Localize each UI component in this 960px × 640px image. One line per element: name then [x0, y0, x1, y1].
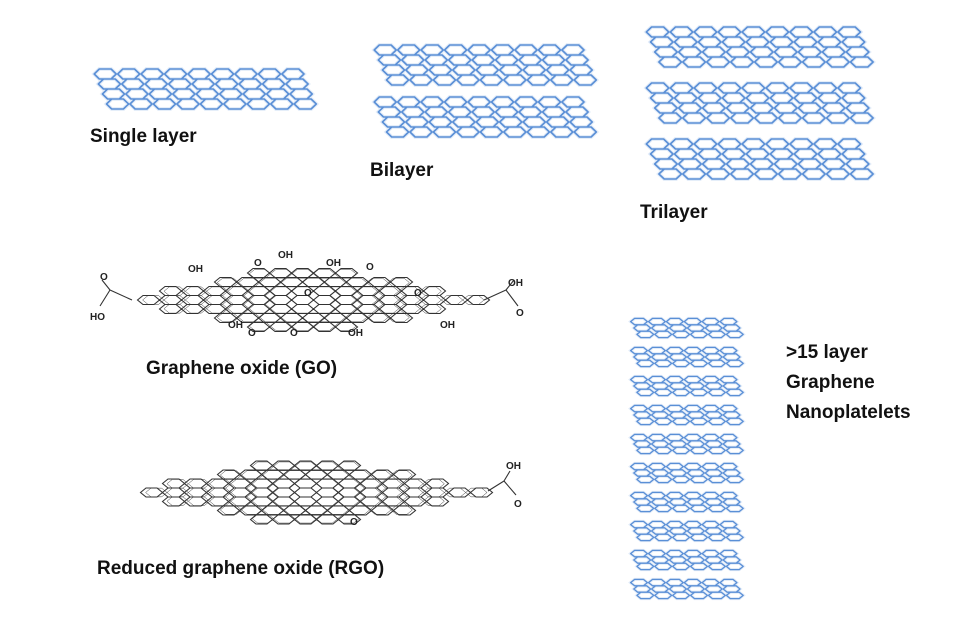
lattice: [628, 345, 746, 369]
functional-group-label: OH: [506, 461, 521, 472]
functional-group-label: O: [414, 288, 422, 299]
nanoplatelets-label-line-3: Nanoplatelets: [786, 402, 911, 423]
carboxyl-bonds: [99, 279, 519, 307]
lattice: [371, 95, 600, 139]
lattice: [628, 548, 746, 572]
trilayer-label: Trilayer: [640, 202, 708, 223]
nanoplatelet-stack: [628, 316, 746, 601]
functional-group-label: O: [304, 288, 312, 299]
nanoplatelet-sheet: [628, 490, 746, 514]
lattice: [628, 519, 746, 543]
lattice: [643, 25, 876, 69]
functional-group-label: O: [366, 262, 374, 273]
functional-group-label: HO: [90, 312, 105, 323]
trilayer-sheet-1: [643, 25, 876, 69]
lattice: [643, 81, 876, 125]
carboxyl-bonds: [487, 470, 517, 496]
graphene-oxide-label: Graphene oxide (GO): [146, 358, 338, 379]
lattice: [371, 43, 600, 87]
functional-group-label: O: [290, 328, 298, 339]
nanoplatelet-sheet: [628, 403, 746, 427]
graphene-oxide-molecule: OH O OH OH O O O O O OH OH HO OH O O OH: [90, 250, 524, 339]
functional-group-label: O: [254, 258, 262, 269]
lattice: [643, 137, 876, 181]
lattice: [628, 432, 746, 456]
nanoplatelets-label: >15 layer Graphene Nanoplatelets: [786, 338, 911, 428]
nanoplatelet-sheet: [628, 316, 746, 340]
reduced-graphene-oxide-label: Reduced graphene oxide (RGO): [97, 558, 385, 579]
nanoplatelet-sheet: [628, 345, 746, 369]
bilayer-sheet-bottom: [371, 95, 600, 139]
lattice: [628, 374, 746, 398]
functional-group-label: OH: [326, 258, 341, 269]
lattice: [628, 403, 746, 427]
functional-group-label: O: [100, 272, 108, 283]
nanoplatelet-sheet: [628, 548, 746, 572]
functional-group-label: OH: [348, 328, 363, 339]
functional-group-label: OH: [278, 250, 293, 261]
functional-group-label: OH: [188, 264, 203, 275]
functional-group-label: OH: [440, 320, 455, 331]
lattice: [628, 490, 746, 514]
reduced-graphene-oxide-molecule: OH O O: [139, 460, 522, 528]
single-layer-label: Single layer: [90, 126, 197, 147]
molecule-skeleton: [136, 267, 491, 333]
functional-group-label: O: [514, 499, 522, 510]
bilayer-sheet-top: [371, 43, 600, 87]
nanoplatelets-label-line-1: >15 layer: [786, 342, 868, 363]
functional-group-label: O: [350, 517, 358, 528]
single-layer-sheet: [91, 67, 320, 111]
lattice: [628, 577, 746, 601]
functional-group-label: O: [248, 328, 256, 339]
functional-group-label: OH: [228, 320, 243, 331]
functional-group-label: O: [516, 308, 524, 319]
functional-group-label: OH: [508, 278, 523, 289]
molecule-skeleton: [139, 460, 494, 525]
nanoplatelet-sheet: [628, 374, 746, 398]
nanoplatelet-sheet: [628, 577, 746, 601]
bilayer-label: Bilayer: [370, 160, 434, 181]
lattice: [628, 461, 746, 485]
lattice: [628, 316, 746, 340]
trilayer-sheet-3: [643, 137, 876, 181]
nanoplatelets-label-line-2: Graphene: [786, 372, 875, 393]
nanoplatelet-sheet: [628, 519, 746, 543]
nanoplatelet-sheet: [628, 432, 746, 456]
nanoplatelet-sheet: [628, 461, 746, 485]
lattice: [91, 67, 320, 111]
trilayer-sheet-2: [643, 81, 876, 125]
